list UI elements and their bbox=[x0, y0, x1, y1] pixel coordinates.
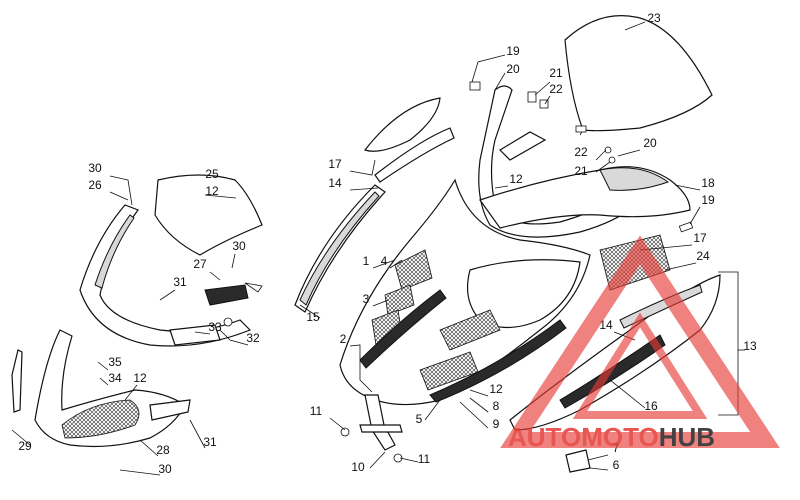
callout-c21b: 21 bbox=[574, 164, 588, 178]
callout-c6: 6 bbox=[613, 458, 620, 472]
trim-strip-part-29 bbox=[11, 349, 23, 413]
callout-c25: 25 bbox=[205, 167, 219, 181]
callout-c12c: 12 bbox=[509, 172, 523, 186]
bracket-13 bbox=[718, 271, 739, 416]
callout-c27: 27 bbox=[193, 257, 207, 271]
callout-c33: 33 bbox=[208, 320, 222, 334]
bracket-part-10 bbox=[340, 394, 403, 463]
callout-c31a: 31 bbox=[173, 275, 187, 289]
callout-c31b: 31 bbox=[203, 435, 217, 449]
callout-c19a: 19 bbox=[506, 44, 520, 58]
upper-cowl-part-18 bbox=[479, 146, 694, 233]
callout-c1: 1 bbox=[363, 254, 370, 268]
callout-c12a: 12 bbox=[205, 184, 219, 198]
clip-19 bbox=[469, 81, 481, 91]
watermark-brand-part1: AUTO bbox=[508, 422, 581, 452]
callout-c22b: 22 bbox=[574, 145, 588, 159]
callout-c19b: 19 bbox=[701, 193, 715, 207]
callout-c8: 8 bbox=[493, 399, 500, 413]
latch-part-6 bbox=[565, 449, 591, 473]
callout-c14a: 14 bbox=[328, 176, 342, 190]
hood-part-2 bbox=[339, 178, 591, 406]
callout-c12d: 12 bbox=[489, 382, 503, 396]
callout-c26: 26 bbox=[88, 178, 102, 192]
callout-c12b: 12 bbox=[133, 371, 147, 385]
callout-c35: 35 bbox=[108, 355, 122, 369]
autmotohub-watermark: AUTOMOTOHUB bbox=[500, 235, 780, 452]
callout-c18: 18 bbox=[701, 176, 715, 190]
callout-c4: 4 bbox=[381, 254, 388, 268]
lower-cowl-part-26 bbox=[79, 204, 252, 347]
leader-lines bbox=[11, 21, 701, 476]
callout-c22a: 22 bbox=[549, 82, 563, 96]
callout-c34: 34 bbox=[108, 371, 122, 385]
callout-c3: 3 bbox=[363, 292, 370, 306]
svg-text:AUTOMOTOHUB: AUTOMOTOHUB bbox=[508, 422, 715, 452]
callout-c24: 24 bbox=[696, 249, 710, 263]
callout-c13: 13 bbox=[743, 339, 757, 353]
windshield-part-23 bbox=[564, 15, 713, 136]
watermark-inner-triangle-icon bbox=[572, 312, 708, 419]
side-rail-parts-14-15-17 bbox=[294, 97, 455, 313]
watermark-brand-part3: HUB bbox=[659, 422, 715, 452]
callout-c17a: 17 bbox=[328, 157, 342, 171]
callout-c30a: 30 bbox=[88, 161, 102, 175]
callout-c17b: 17 bbox=[693, 231, 707, 245]
watermark-brand-part2: MOTO bbox=[581, 422, 659, 452]
callout-c30c: 30 bbox=[158, 462, 172, 476]
callout-c23: 23 bbox=[647, 11, 661, 25]
callout-c29: 29 bbox=[18, 439, 32, 453]
callout-c5: 5 bbox=[416, 412, 423, 426]
callout-c11a: 11 bbox=[310, 404, 323, 418]
dash-trim-parts-27-33 bbox=[169, 282, 263, 346]
callout-c9: 9 bbox=[493, 417, 500, 431]
callout-c30b: 30 bbox=[232, 239, 246, 253]
dash-panel-part-25 bbox=[154, 174, 263, 256]
callout-c21a: 21 bbox=[549, 66, 563, 80]
callout-c16: 16 bbox=[644, 399, 658, 413]
callout-c11b: 11 bbox=[418, 452, 431, 466]
callout-c2: 2 bbox=[340, 332, 347, 346]
callout-c28: 28 bbox=[156, 443, 170, 457]
callout-c15: 15 bbox=[306, 310, 320, 324]
callout-c20a: 20 bbox=[506, 62, 520, 76]
callout-c14b: 14 bbox=[599, 318, 613, 332]
callout-c10: 10 bbox=[351, 460, 365, 474]
callout-c20b: 20 bbox=[643, 136, 657, 150]
watermark-triangle-icon bbox=[500, 235, 780, 448]
belly-pan-part-28 bbox=[34, 329, 191, 448]
callout-c32: 32 bbox=[246, 331, 260, 345]
